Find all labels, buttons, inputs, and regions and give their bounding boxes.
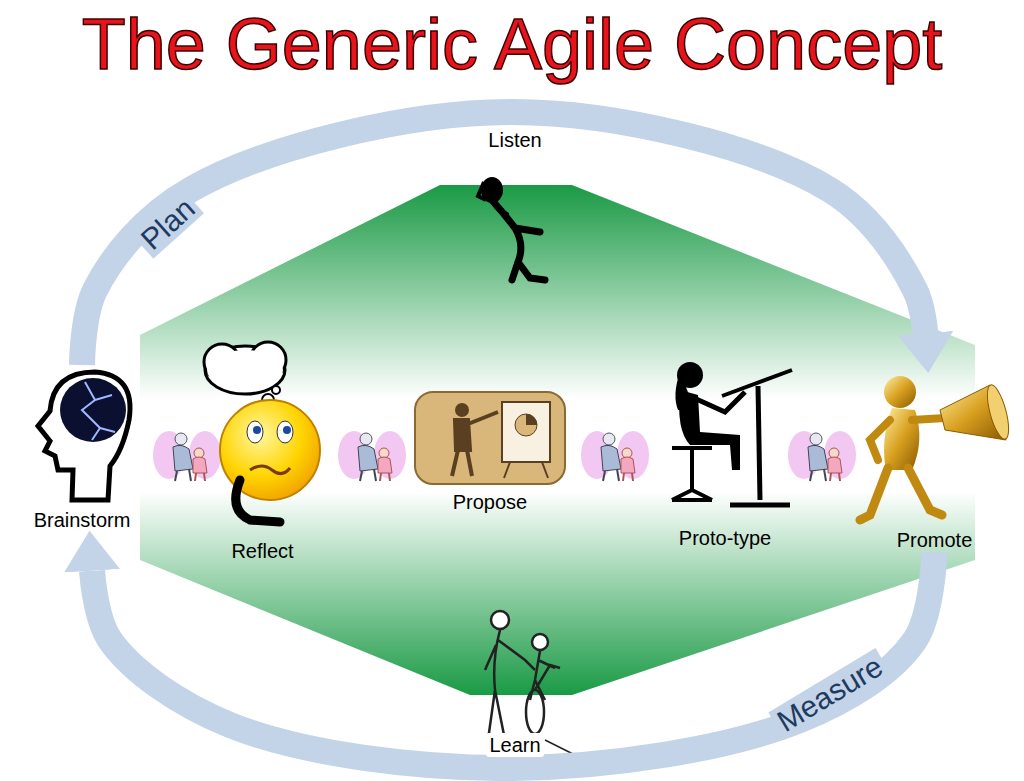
measure-cycle-arrow: [92, 552, 934, 768]
learn-figures: [485, 611, 585, 760]
promote-stage: Promote: [852, 372, 1017, 552]
plan-cycle-arrow: [82, 112, 925, 365]
hexagon-ground: [140, 185, 975, 695]
edge-label: Measure: [768, 648, 891, 740]
learn-stage: Learn: [455, 605, 575, 757]
title: The Generic Agile Concept: [0, 2, 1024, 86]
propose-picture: [415, 392, 565, 484]
brainstorm-stage: Brainstorm: [12, 365, 152, 532]
listen-stage: Listen: [455, 128, 575, 288]
stage-caption: Listen: [485, 128, 544, 152]
promote-figure: [860, 376, 1013, 520]
stage-caption: Proto-type: [676, 526, 774, 550]
propose-stage: Propose: [410, 388, 570, 514]
stage-caption: Reflect: [228, 539, 296, 563]
brainstorm-head: [38, 372, 130, 500]
stage-caption: Learn: [486, 733, 543, 757]
reflect-smiley: [204, 342, 320, 522]
stage-caption: Propose: [450, 490, 531, 514]
listen-figure: [478, 177, 545, 280]
stage-caption: Promote: [894, 528, 976, 552]
stage-caption: Brainstorm: [31, 508, 134, 532]
edge-label: Plan: [132, 189, 204, 258]
reflect-stage: Reflect: [200, 335, 325, 563]
prototype-stage: Proto-type: [650, 350, 800, 550]
prototype-drafter: [672, 362, 792, 505]
